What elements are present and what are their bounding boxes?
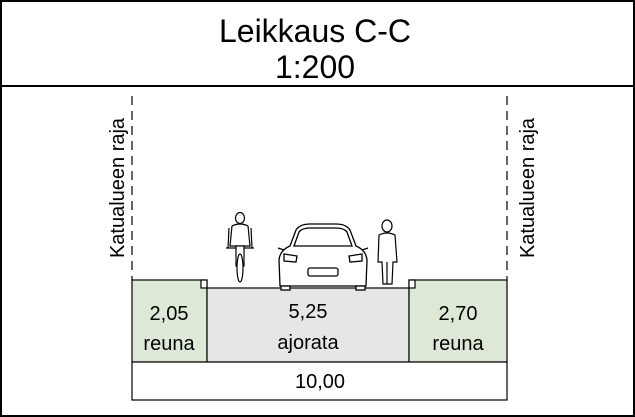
verge-right: [408, 279, 508, 363]
verge-right-width: 2,70: [439, 303, 478, 325]
roadway-name: ajorata: [277, 332, 339, 354]
verge-left-width: 2,05: [150, 303, 189, 325]
verge-right-name: reuna: [432, 333, 484, 355]
pedestrian-icon: [377, 219, 398, 285]
verge-left-name: reuna: [143, 333, 195, 355]
car-icon: [277, 223, 369, 291]
curb-left: [200, 279, 208, 289]
total-width-label: 10,00: [295, 371, 345, 393]
total-width-box: [131, 361, 508, 401]
section-title: Leikkaus C-C: [219, 13, 411, 49]
section-scale: 1:200: [275, 49, 355, 85]
roadway: [206, 287, 410, 363]
roadway-width: 5,25: [289, 301, 328, 323]
boundary-label-right: Katualueen raja: [517, 117, 539, 258]
boundary-label-left: Katualueen raja: [107, 117, 129, 258]
verge-left: [131, 279, 208, 363]
curb-right: [408, 279, 416, 289]
cyclist-icon: [226, 211, 254, 283]
